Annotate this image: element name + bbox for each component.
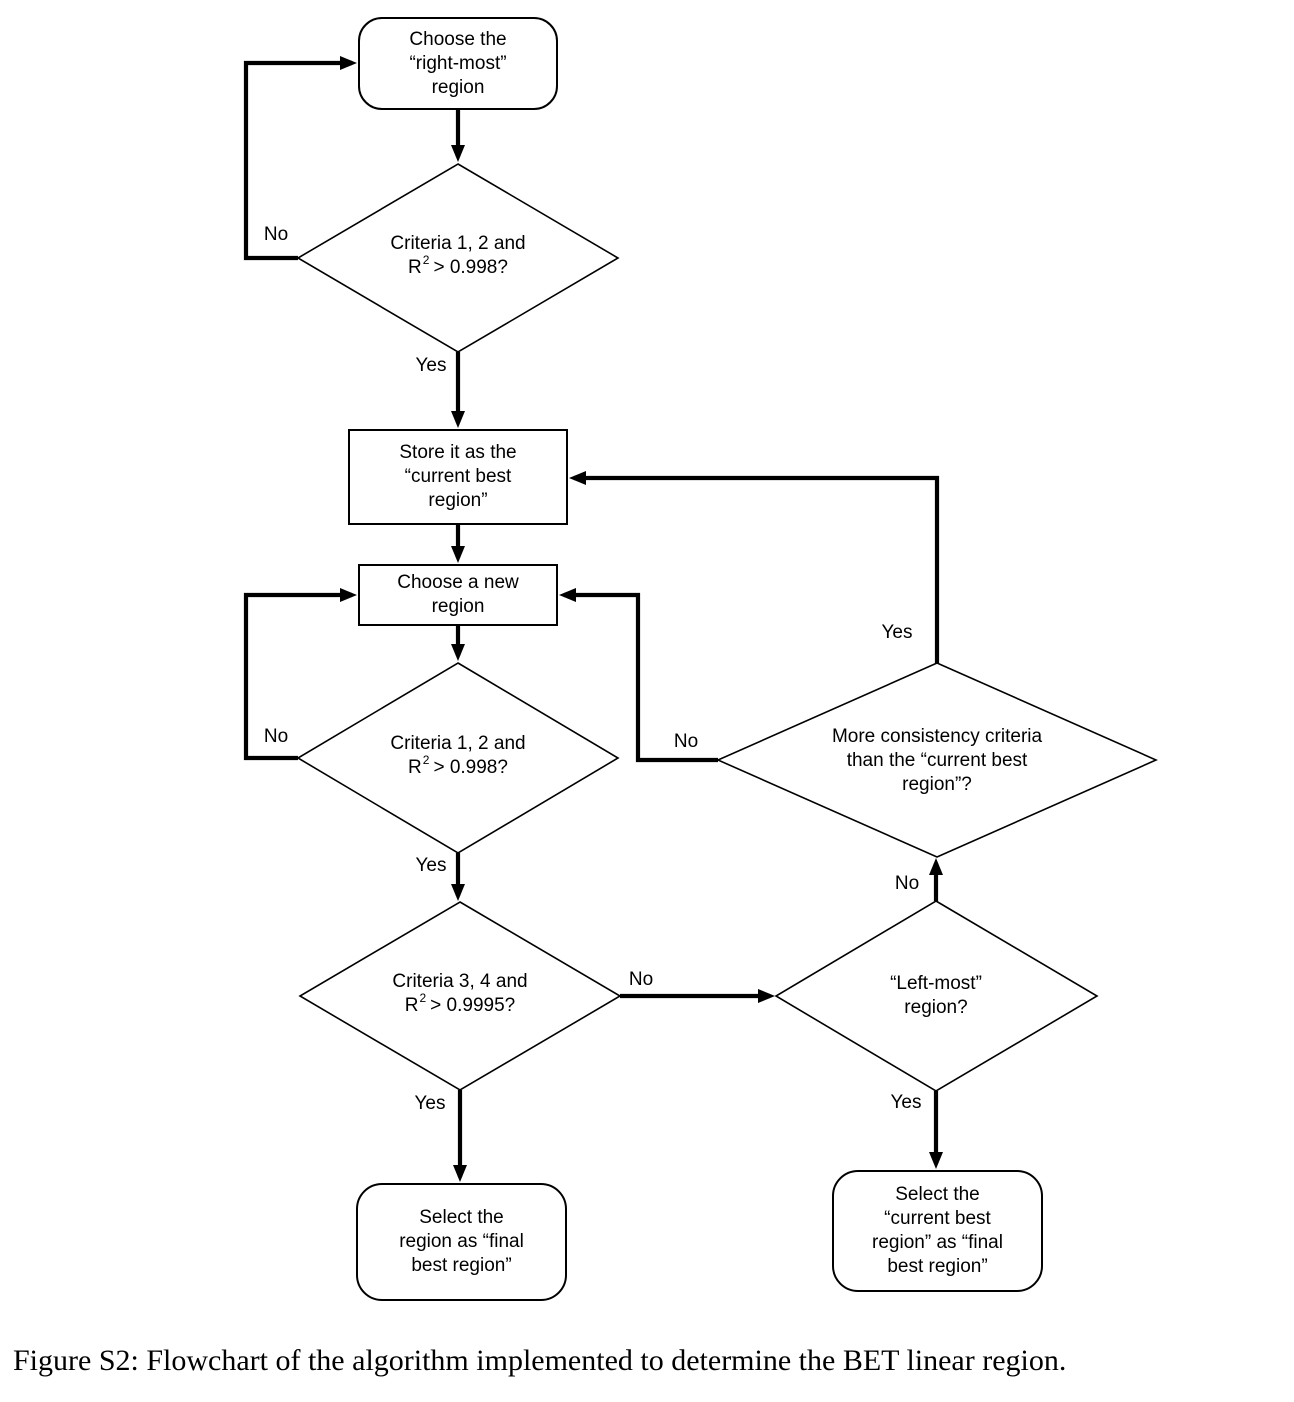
decision-more-consistency-shape — [716, 662, 1158, 858]
node-text-line: region — [431, 596, 485, 617]
node-text-line: “right-most” — [409, 52, 507, 74]
superscript-2: 2 — [422, 253, 430, 267]
node-text-line: region as “final — [399, 1231, 524, 1252]
node-text-line: R2> 0.9995? — [404, 991, 516, 1016]
node-text-line: Choose the — [409, 28, 507, 50]
edge-criteria12-first-no-loop — [243, 56, 357, 261]
edge-label-criteria12-first-yes: Yes — [415, 355, 447, 376]
decision-criteria12-second-text: Criteria 1, 2 and R2> 0.998? — [390, 732, 525, 780]
node-text-line: Criteria 1, 2 and — [390, 733, 526, 754]
node-choose-new-region: Choose a new region — [358, 564, 558, 626]
edge-label-criteria34-no: No — [628, 969, 654, 990]
edge-label-leftmost-yes: Yes — [890, 1092, 922, 1113]
node-text-line: than the “current best — [846, 750, 1028, 771]
decision-leftmost-text: “Left-most” region? — [890, 972, 982, 1020]
node-text-line: Criteria 3, 4 and — [392, 971, 528, 992]
node-text-line: “current best — [404, 466, 512, 487]
flow-connectors — [243, 56, 943, 1182]
figure-caption: Figure S2: Flowchart of the algorithm im… — [13, 1344, 1067, 1377]
node-text-line: best region” — [887, 1256, 988, 1277]
decision-shapes — [296, 163, 1158, 1092]
node-text-line: Criteria 1, 2 and — [390, 233, 526, 254]
node-text-line: region — [431, 76, 485, 98]
node-text-line: More consistency criteria — [831, 726, 1043, 747]
node-text-line: region? — [904, 997, 968, 1018]
node-text-line: Select the — [895, 1184, 980, 1205]
edge-label-criteria12-second-yes: Yes — [415, 855, 447, 876]
node-text-line: R2> 0.998? — [408, 253, 508, 278]
node-choose-rightmost: Choose the “right-most” region — [358, 17, 558, 110]
node-select-final-best: Select the region as “final best region” — [356, 1183, 567, 1301]
node-text-line: best region” — [411, 1255, 512, 1276]
edge-label-criteria34-yes: Yes — [414, 1093, 446, 1114]
edge-label-more-consistency-no: No — [673, 731, 699, 752]
node-text-line: region” — [428, 490, 488, 511]
edge-label-leftmost-no: No — [894, 873, 920, 894]
node-text-line: R2> 0.998? — [408, 753, 508, 778]
node-text-line: Choose a new — [397, 572, 519, 593]
node-text-line: region” as “final — [872, 1232, 1003, 1253]
edge-more-consistency-no — [559, 588, 718, 763]
edge-more-consistency-yes — [569, 471, 940, 663]
node-text-line: Select the — [419, 1207, 504, 1228]
node-text-line: region”? — [902, 774, 972, 795]
edge-label-more-consistency-yes: Yes — [881, 622, 913, 643]
edge-label-criteria12-second-no: No — [263, 726, 289, 747]
node-text-line: “current best — [884, 1208, 991, 1229]
decision-criteria12-first-text: Criteria 1, 2 and R2> 0.998? — [390, 232, 525, 280]
node-text-line: “Left-most” — [890, 973, 982, 994]
decision-criteria34-text: Criteria 3, 4 and R2> 0.9995? — [392, 970, 527, 1018]
superscript-2: 2 — [419, 991, 427, 1005]
decision-more-consistency-text: More consistency criteria than the “curr… — [832, 725, 1042, 797]
edge-criteria12-second-no-loop — [243, 588, 357, 761]
node-text-line: Store it as the — [399, 442, 517, 463]
superscript-2: 2 — [422, 753, 430, 767]
node-select-current-as-final: Select the “current best region” as “fin… — [832, 1170, 1043, 1292]
node-store-current-best: Store it as the “current best region” — [348, 429, 568, 525]
edge-label-criteria12-first-no: No — [263, 224, 289, 245]
